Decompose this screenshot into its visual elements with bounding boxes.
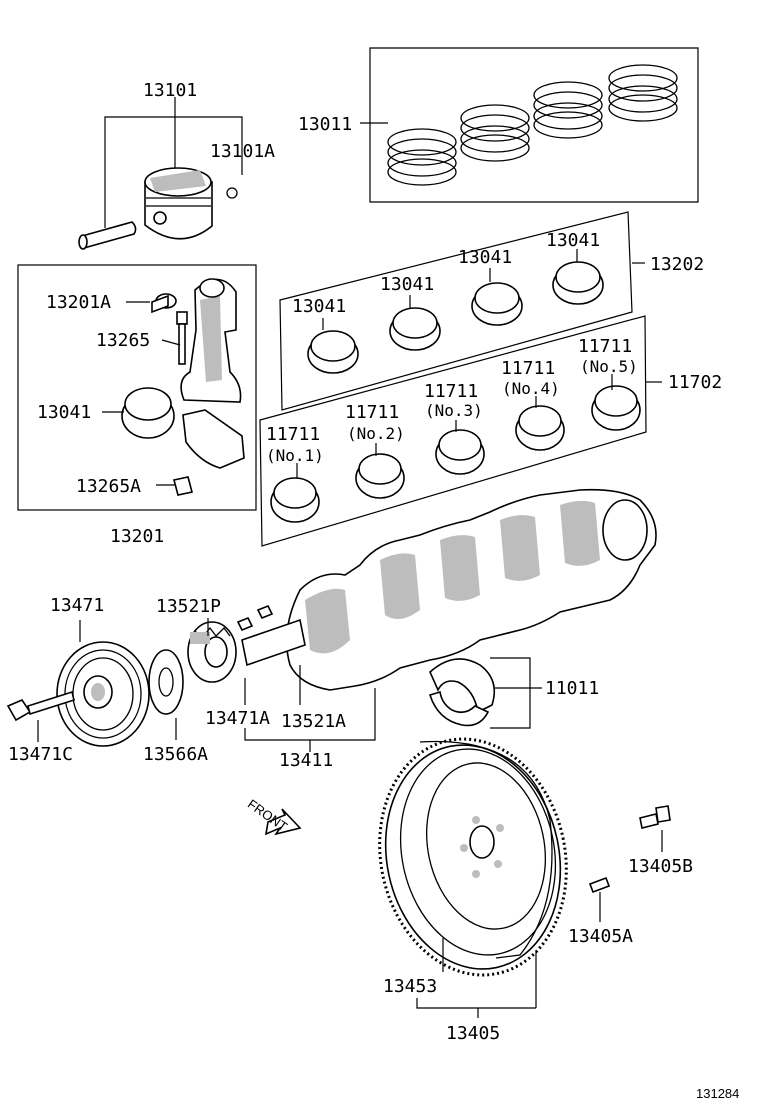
label-main-bearing-no5: 11711 xyxy=(578,336,632,357)
label-conrod-nut: 13265A xyxy=(76,476,141,497)
label-main-bearing-set: 11702 xyxy=(668,372,722,393)
label-flywheel-pin: 13405A xyxy=(568,926,633,947)
flywheel-bolt-icon xyxy=(639,805,671,829)
label-flywheel-bolt: 13405B xyxy=(628,856,693,877)
conrod-assembly-frame xyxy=(17,264,257,511)
conrod-icon xyxy=(180,278,242,403)
conrod-bearing-icon-4 xyxy=(552,261,604,305)
pulley-key-icon xyxy=(236,616,254,632)
label-main-bearing-no3: 11711 xyxy=(424,381,478,402)
label-conrod-bearing-3: 13041 xyxy=(458,247,512,268)
thrust-washer-icon xyxy=(428,658,496,727)
label-crankshaft: 13411 xyxy=(279,750,333,771)
piston-ring-set-frame xyxy=(369,47,699,203)
label-main-bearing-no4: 11711 xyxy=(501,358,555,379)
main-bearing-no1-icon xyxy=(270,477,320,523)
main-bearing-set-frame xyxy=(259,315,647,547)
label-crank-timing-gear: 13521P xyxy=(156,596,221,617)
conrod-bush-icon xyxy=(151,293,177,314)
piston-rings-icon xyxy=(387,64,678,186)
label-main-bearing-no1-sub: (No.1) xyxy=(266,446,324,465)
oil-slinger-icon xyxy=(148,649,184,715)
conrod-bolt-icon xyxy=(176,311,188,365)
label-main-bearing-no1: 11711 xyxy=(266,424,320,445)
label-main-bearing-no2: 11711 xyxy=(345,402,399,423)
ring-gear-icon xyxy=(378,737,568,977)
front-arrow-icon xyxy=(264,808,302,836)
main-bearing-no4-icon xyxy=(515,405,565,451)
label-piston-pin-clip: 13101A xyxy=(210,141,275,162)
label-piston-ring-set: 13011 xyxy=(298,114,352,135)
label-conrod-assembly: 13201 xyxy=(110,526,164,547)
label-conrod-bolt: 13265 xyxy=(96,330,150,351)
pulley-bolt-icon xyxy=(6,690,75,722)
label-conrod-bearing-2: 13041 xyxy=(380,274,434,295)
crankshaft-icon xyxy=(241,488,657,691)
label-main-bearing-no5-sub: (No.5) xyxy=(580,357,638,376)
gear-key-icon xyxy=(256,604,274,620)
label-pulley-bolt: 13471C xyxy=(8,744,73,765)
label-conrod-bearing-1: 13041 xyxy=(292,296,346,317)
conrod-bearing-set-frame xyxy=(279,211,633,411)
label-main-bearing-no4-sub: (No.4) xyxy=(502,379,560,398)
conrod-bearing-box-icon xyxy=(121,387,175,439)
label-conrod-bush: 13201A xyxy=(46,292,111,313)
label-crank-pulley: 13471 xyxy=(50,595,104,616)
flywheel-pin-icon xyxy=(588,876,611,894)
label-conrod-bearing-box: 13041 xyxy=(37,402,91,423)
label-thrust-washer: 11011 xyxy=(545,678,599,699)
label-oil-slinger: 13566A xyxy=(143,744,208,765)
label-conrod-bearing-set: 13202 xyxy=(650,254,704,275)
flywheel-icon xyxy=(384,740,562,970)
diagram-code: 131284 xyxy=(696,1086,739,1101)
piston-pin-clip-icon xyxy=(226,187,238,199)
piston-icon xyxy=(144,167,213,240)
piston-pin-icon xyxy=(78,221,137,250)
crank-pulley-icon xyxy=(56,641,150,747)
conrod-bearing-icon-1 xyxy=(307,330,359,374)
conrod-cap-icon xyxy=(182,409,245,469)
label-gear-key: 13521A xyxy=(281,711,346,732)
label-piston: 13101 xyxy=(143,80,197,101)
label-ring-gear: 13453 xyxy=(383,976,437,997)
conrod-bearing-icon-2 xyxy=(389,307,441,351)
main-bearing-no3-icon xyxy=(435,429,485,475)
conrod-nut-icon xyxy=(173,476,193,496)
label-pulley-key: 13471A xyxy=(205,708,270,729)
label-conrod-bearing-4: 13041 xyxy=(546,230,600,251)
main-bearing-no5-icon xyxy=(591,385,641,431)
label-main-bearing-no3-sub: (No.3) xyxy=(425,401,483,420)
label-flywheel: 13405 xyxy=(446,1023,500,1044)
crank-timing-gear-icon xyxy=(187,621,237,683)
conrod-bearing-icon-3 xyxy=(471,282,523,326)
label-main-bearing-no2-sub: (No.2) xyxy=(347,424,405,443)
main-bearing-no2-icon xyxy=(355,453,405,499)
